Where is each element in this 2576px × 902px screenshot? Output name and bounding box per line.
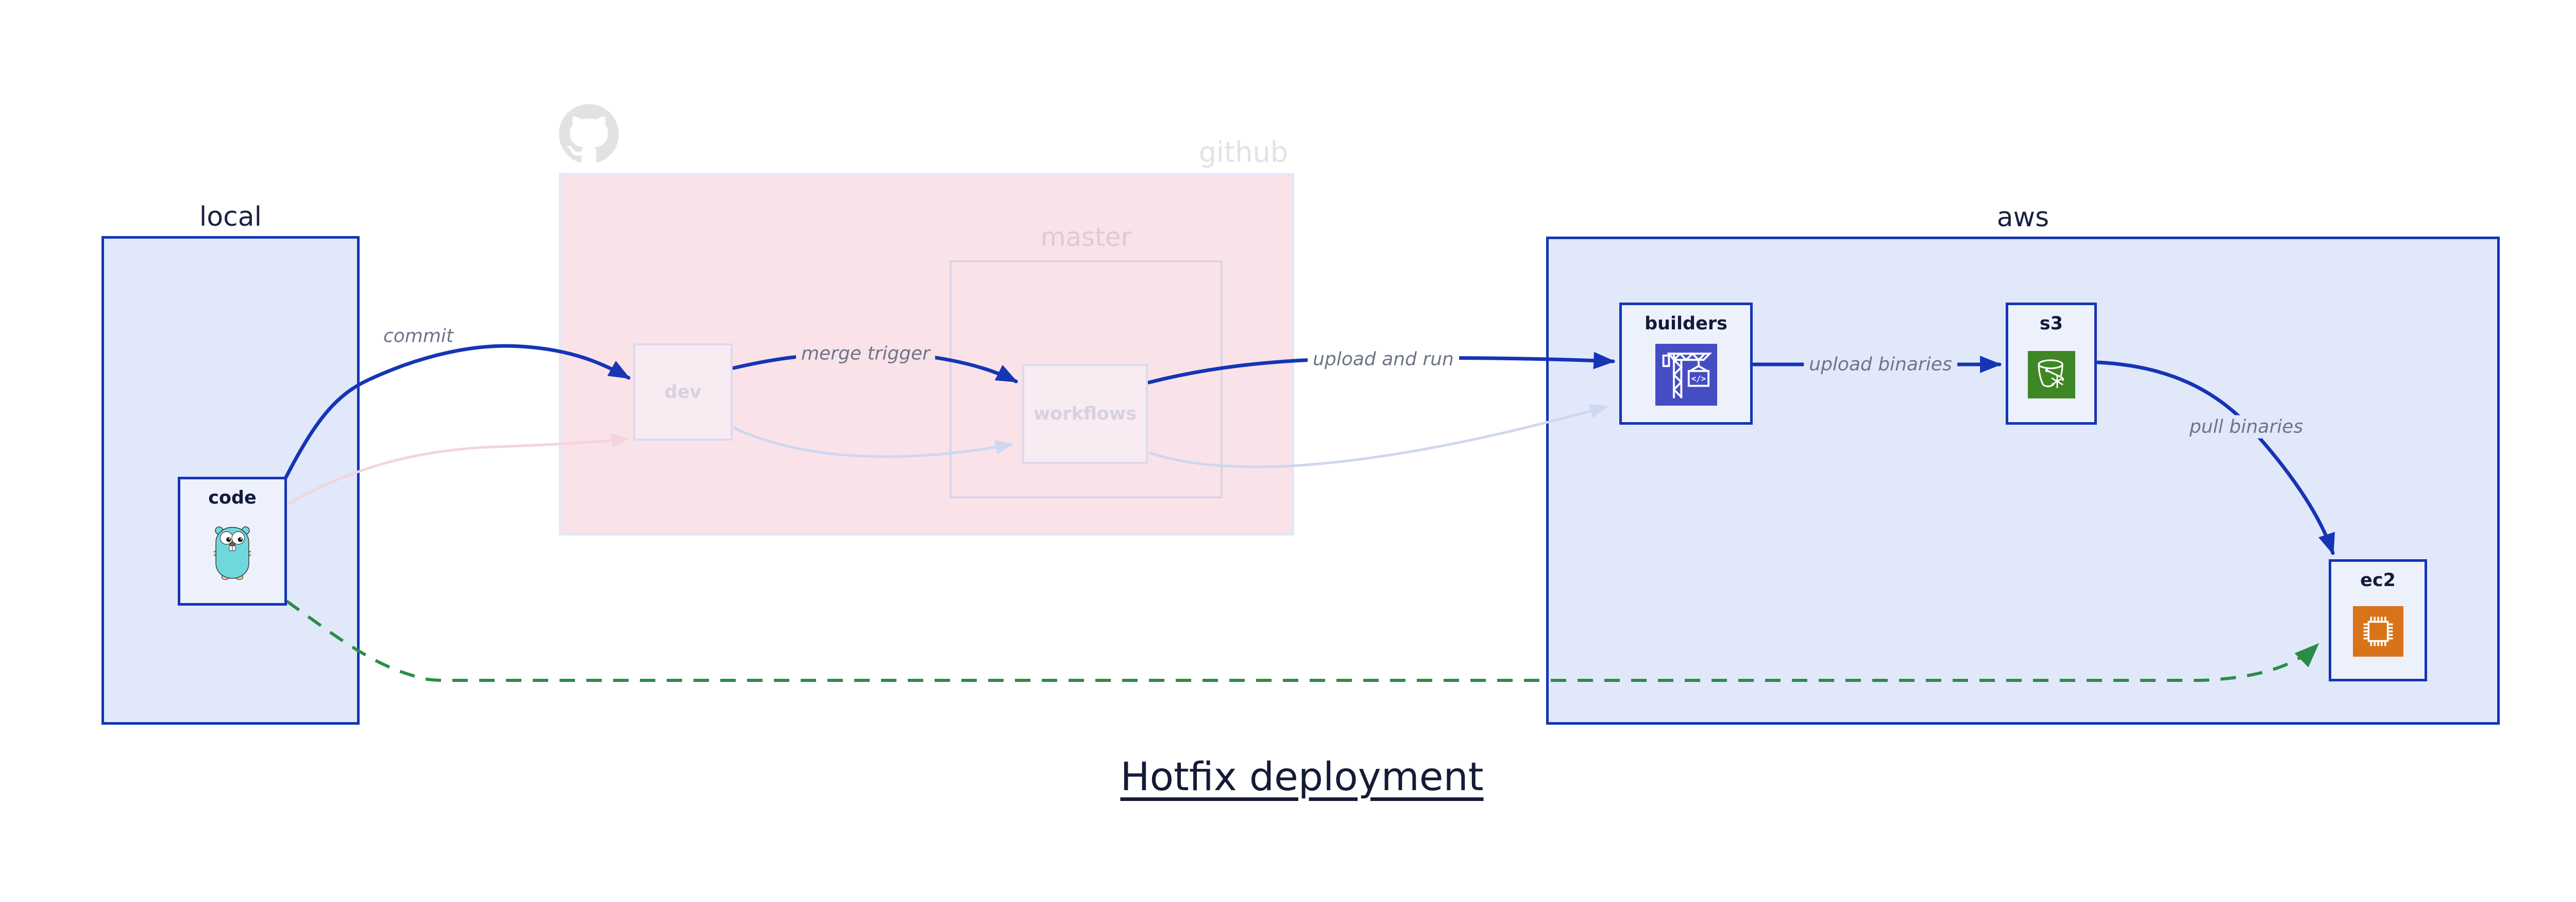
edge-label-merge-trigger: merge trigger xyxy=(795,342,936,365)
s3-glacier-bucket-icon xyxy=(2027,334,2075,415)
edge-dev-workflows-faded xyxy=(733,426,1014,458)
node-builders: builders </> xyxy=(1619,303,1753,425)
edge-code-dev-faded xyxy=(287,433,630,506)
node-builders-label: builders xyxy=(1645,313,1727,334)
group-github-label: github xyxy=(1198,136,1288,169)
group-local-label: local xyxy=(199,202,262,232)
node-ec2: ec2 xyxy=(2329,559,2427,681)
group-master-label: master xyxy=(1040,222,1132,252)
node-ec2-label: ec2 xyxy=(2360,570,2396,591)
group-aws-label: aws xyxy=(1996,202,2049,233)
edge-hotfix-dashed xyxy=(285,599,2319,682)
edge-workflows-builders-faded xyxy=(1148,404,1608,469)
node-code-label: code xyxy=(208,488,257,508)
edge-pull-binaries xyxy=(2096,360,2335,555)
node-dev: dev xyxy=(633,343,733,441)
cpu-chip-icon xyxy=(2352,591,2403,672)
edge-commit xyxy=(284,344,631,479)
codebuild-brackets-glyph: </> xyxy=(1691,374,1705,383)
octocat-icon xyxy=(559,104,619,164)
edge-label-pull-binaries: pull binaries xyxy=(2184,415,2309,439)
node-s3: s3 xyxy=(2006,303,2097,425)
node-s3-label: s3 xyxy=(2039,313,2063,334)
gopher-icon xyxy=(214,508,251,596)
node-workflows: workflows xyxy=(1022,364,1148,464)
node-code: code xyxy=(178,477,287,606)
edge-label-upload-binaries: upload binaries xyxy=(1804,353,1957,376)
diagram-title: Hotfix deployment xyxy=(1120,754,1484,799)
edge-label-upload-and-run: upload and run xyxy=(1308,347,1459,371)
edge-label-commit: commit xyxy=(378,324,459,348)
crane-codebuild-icon: </> xyxy=(1655,334,1717,415)
group-master: master xyxy=(950,222,1223,498)
node-workflows-label: workflows xyxy=(1033,404,1137,424)
node-dev-label: dev xyxy=(664,381,702,403)
